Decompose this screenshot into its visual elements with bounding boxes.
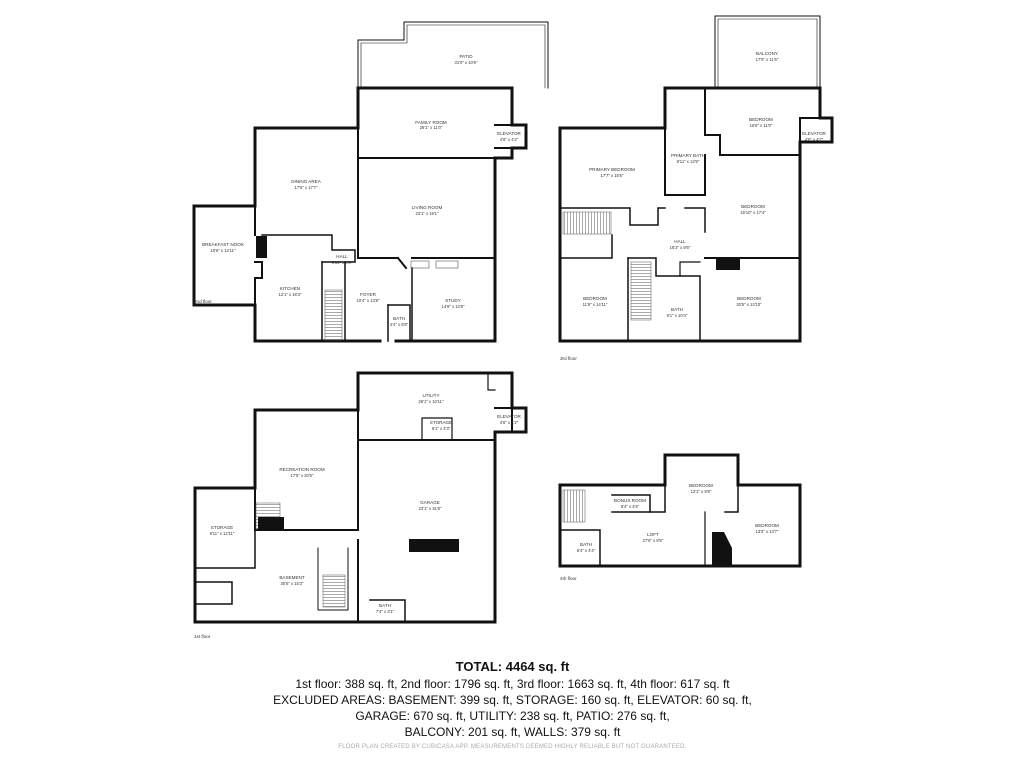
room-dims: 12'1" x 16'3" (279, 292, 302, 297)
room-dims: 17'5" x 11'5" (756, 57, 779, 62)
room-dims: 26'1" x 11'0" (420, 125, 443, 130)
room-dims: 13'3" x 13'7" (756, 529, 779, 534)
room-name: RECREATION ROOM (279, 467, 325, 472)
room-dims: 26'1" x 10'11" (419, 399, 444, 404)
stairs-1st-b (322, 574, 346, 608)
total-area: TOTAL: 4464 sq. ft (455, 659, 570, 674)
room-dims: 17'7" x 15'6" (601, 173, 624, 178)
room-dims: 8'11" x 13'9" (677, 159, 700, 164)
room-name: LOFT (647, 532, 659, 537)
room-name: HALL (674, 239, 686, 244)
room-dims: 10'4" x 13'8" (357, 298, 380, 303)
room-name: BEDROOM (737, 296, 761, 301)
floor-2nd-labels: PATIO 31'0" x 10'6" FAMILY ROOM 26'1" x … (194, 54, 522, 327)
room-dims: 4'6" x 4'2" (500, 420, 519, 425)
room-dims: 16'6" x 11'0" (750, 123, 773, 128)
room-dims: 10'6" x 12'11" (211, 248, 236, 253)
floor-label: 2nd floor (194, 299, 212, 304)
fireplace-4th (712, 532, 732, 566)
room-name: FAMILY ROOM (415, 120, 447, 125)
garage-car-bar (409, 539, 459, 552)
room-dims: 7'4" x 3'1" (376, 609, 395, 614)
room-dims: 8'4" x 4'5" (621, 504, 640, 509)
room-dims: 12'1" x 9'8" (691, 489, 712, 494)
room-name: PRIMARY BEDROOM (589, 167, 635, 172)
counter-2nd-b (435, 260, 459, 269)
room-name: BEDROOM (755, 523, 779, 528)
room-name: DINING AREA (291, 179, 322, 184)
room-name: BALCONY (756, 51, 778, 56)
room-name: BATH (393, 316, 405, 321)
room-dims: 17'6" x 17'7" (295, 185, 318, 190)
floor-label: 1st floor (194, 634, 211, 639)
floor-2nd-plan (192, 21, 549, 343)
floor-label: 3rd floor (560, 356, 577, 361)
excluded-areas-line-3: BALCONY: 201 sq. ft, WALLS: 379 sq. ft (404, 725, 621, 739)
room-name: ELEVATOR (497, 414, 521, 419)
room-name: LIVING ROOM (412, 205, 443, 210)
room-name: BASEMENT (279, 575, 304, 580)
room-name: BREAKFAST NOOK (202, 242, 245, 247)
room-dims: 27'6" x 8'5" (643, 538, 664, 543)
fireplace-3rd (716, 259, 740, 270)
room-dims: 15'10" x 17'4" (740, 210, 766, 215)
floor-1st-labels: UTILITY 26'1" x 10'11" STORAGE 6'1" x 4'… (194, 393, 522, 639)
floor-areas-line: 1st floor: 388 sq. ft, 2nd floor: 1796 s… (295, 677, 730, 691)
room-dims: 5'10" x 4'0" (332, 260, 353, 265)
excluded-areas-line-2: GARAGE: 670 sq. ft, UTILITY: 238 sq. ft,… (355, 709, 670, 723)
floor-3rd-labels: BALCONY 17'5" x 11'5" BEDROOM 16'6" x 11… (560, 51, 827, 361)
room-name: UTILITY (422, 393, 439, 398)
room-name: BATH (379, 603, 391, 608)
disclaimer-footer: FLOOR PLAN CREATED BY CUBICASA APP. MEAS… (338, 744, 687, 750)
room-name: KITCHEN (280, 286, 300, 291)
room-dims: 4'6" x 4'2" (500, 137, 519, 142)
room-dims: 6'1" x 4'3" (432, 426, 451, 431)
excluded-areas-line: EXCLUDED AREAS: BASEMENT: 399 sq. ft, ST… (273, 693, 752, 707)
room-name: FOYER (360, 292, 377, 297)
floor-1st-plan (193, 371, 528, 624)
room-name: ELEVATOR (497, 131, 521, 136)
room-dims: 30'5" x 15'3" (281, 581, 304, 586)
room-dims: 17'5" x 20'5" (291, 473, 314, 478)
room-dims: 9'11" x 12'11" (210, 531, 235, 536)
floor-3rd-plan (558, 15, 834, 343)
fireplace-1st (258, 517, 284, 531)
room-name: BATH (580, 542, 592, 547)
floor-plan-drawing: PATIO 31'0" x 10'6" FAMILY ROOM 26'1" x … (192, 15, 834, 639)
room-name: BEDROOM (583, 296, 607, 301)
room-dims: 23'1" x 31'8" (419, 506, 442, 511)
room-name: HALL (336, 254, 348, 259)
room-dims: 11'9" x 14'11" (583, 302, 608, 307)
room-name: ELEVATOR (802, 131, 826, 136)
stairs-2nd (324, 289, 343, 341)
room-name: BEDROOM (749, 117, 773, 122)
room-name: BATH (671, 307, 683, 312)
room-name: PRIMARY BATH (671, 153, 705, 158)
room-name: GARAGE (420, 500, 440, 505)
room-dims: 14'9" x 13'8" (442, 304, 465, 309)
fireplace-2nd (256, 236, 267, 258)
room-name: BEDROOM (689, 483, 713, 488)
room-name: BONUS ROOM (614, 498, 646, 503)
room-dims: 20'5" x 13'10" (736, 302, 762, 307)
room-dims: 4'6" x 4'2" (805, 137, 824, 142)
stairs-4th (562, 489, 586, 523)
room-name: PATIO (459, 54, 473, 59)
floor-label: 4th floor (560, 576, 577, 581)
room-dims: 4'4" x 6'8" (390, 322, 409, 327)
room-name: BEDROOM (741, 204, 765, 209)
floor-4th-plan (558, 453, 802, 568)
room-name: STORAGE (430, 420, 452, 425)
room-dims: 23'1" x 19'1" (416, 211, 439, 216)
counter-2nd (410, 260, 430, 269)
room-name: STUDY (445, 298, 461, 303)
room-name: STORAGE (211, 525, 233, 530)
room-dims: 6'4" x 4'4" (577, 548, 596, 553)
floor-4th-labels: BEDROOM 12'1" x 9'8" BONUS ROOM 8'4" x 4… (560, 483, 779, 581)
room-dims: 9'1" x 10'4" (667, 313, 688, 318)
stairs-3rd-b (630, 261, 652, 321)
room-dims: 31'0" x 10'6" (455, 60, 478, 65)
room-dims: 16'3" x 8'6" (670, 245, 691, 250)
stairs-3rd-a (562, 211, 612, 235)
